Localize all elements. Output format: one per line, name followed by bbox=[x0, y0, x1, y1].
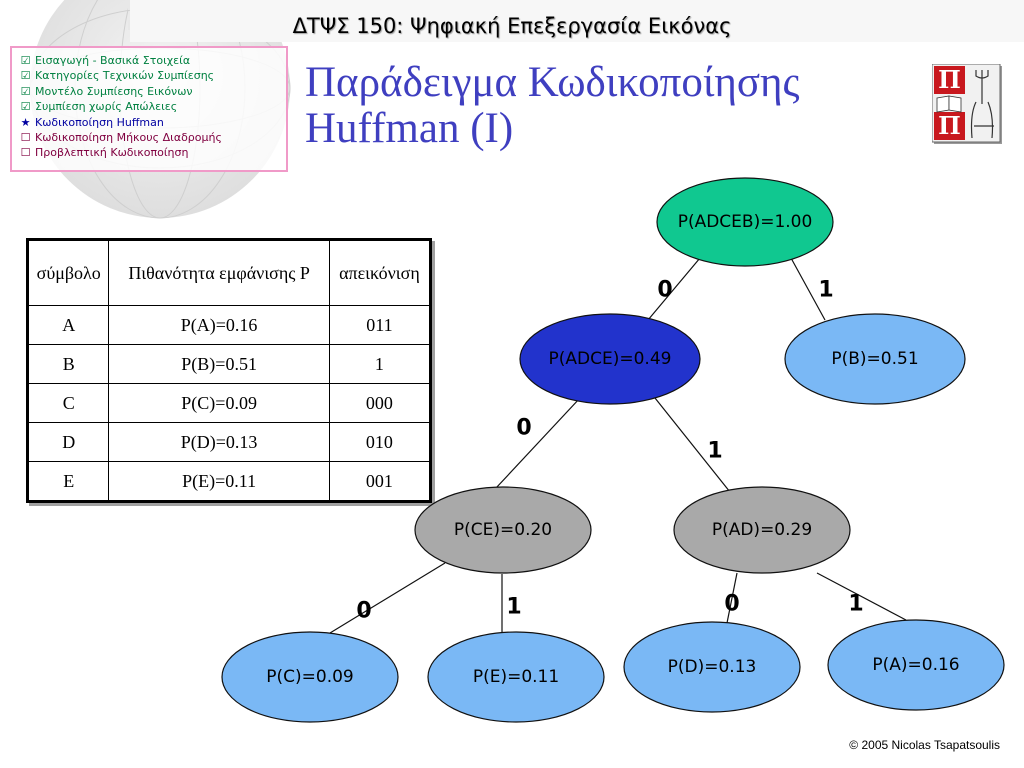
agenda-item-current[interactable]: ★ Κωδικοποίηση Huffman bbox=[20, 115, 286, 130]
tree-node-label: P(C)=0.09 bbox=[266, 667, 353, 687]
agenda-item[interactable]: ☐ Προβλεπτική Κωδικοποίηση bbox=[20, 145, 286, 160]
tree-node-e: P(E)=0.11 bbox=[427, 631, 605, 723]
tree-node-shape bbox=[827, 619, 1005, 711]
probability-cell: P(D)=0.13 bbox=[108, 422, 330, 462]
tree-node-shape bbox=[784, 313, 966, 405]
slide-title: Παράδειγμα Κωδικοποίησης Huffman (I) bbox=[305, 60, 800, 152]
tree-node-ce: P(CE)=0.20 bbox=[414, 486, 592, 574]
tree-node-shape bbox=[519, 313, 701, 405]
header-band bbox=[130, 0, 1024, 42]
table-row: B P(B)=0.51 1 bbox=[26, 344, 432, 384]
logo-letter-bottom: Π bbox=[938, 111, 961, 140]
tree-node-b: P(B)=0.51 bbox=[784, 313, 966, 405]
agenda-panel: ☑ Εισαγωγή - Βασικά Στοιχεία ☑ Κατηγορίε… bbox=[10, 46, 288, 172]
probability-cell: P(B)=0.51 bbox=[108, 344, 330, 384]
symbol-cell: B bbox=[26, 344, 110, 384]
tree-edge bbox=[790, 257, 826, 321]
agenda-item[interactable]: ☑ Κατηγορίες Τεχνικών Συμπίεσης bbox=[20, 68, 286, 83]
agenda-item-label: Κατηγορίες Τεχνικών Συμπίεσης bbox=[35, 69, 215, 83]
agenda-item[interactable]: ☑ Συμπίεση χωρίς Απώλειες bbox=[20, 99, 286, 114]
column-header-probability: Πιθανότητα εμφάνισης P bbox=[108, 239, 330, 306]
edge-bit-label: 0 bbox=[657, 278, 672, 303]
code-cell: 1 bbox=[328, 344, 432, 384]
checkbox-checked-icon: ☑ bbox=[20, 54, 31, 67]
code-cell: 010 bbox=[328, 422, 432, 462]
edge-bit-label: 1 bbox=[818, 278, 833, 303]
edge-bit-label: 1 bbox=[848, 592, 863, 617]
checkbox-checked-icon: ☑ bbox=[20, 100, 31, 114]
table-row: C P(C)=0.09 000 bbox=[26, 383, 432, 423]
table-row: D P(D)=0.13 010 bbox=[26, 422, 432, 462]
tree-edge bbox=[654, 397, 731, 493]
probability-cell: P(E)=0.11 bbox=[108, 461, 330, 502]
course-title: ΔΤΨΣ 150: Ψηφιακή Επεξεργασία Εικόνας bbox=[292, 14, 732, 38]
edge-bit-label: 0 bbox=[516, 416, 531, 441]
tree-edge bbox=[647, 257, 701, 321]
tree-node-label: P(A)=0.16 bbox=[872, 655, 959, 675]
tree-node-shape bbox=[673, 486, 851, 574]
edge-bit-label: 0 bbox=[356, 599, 371, 624]
tree-edge bbox=[816, 572, 907, 621]
tree-node-shape bbox=[414, 486, 592, 574]
agenda-item[interactable]: ☐ Κωδικοποίηση Μήκους Διαδρομής bbox=[20, 130, 286, 145]
table-row: E P(E)=0.11 001 bbox=[26, 461, 432, 502]
tree-node-label: P(D)=0.13 bbox=[668, 657, 757, 677]
tree-node-shape bbox=[623, 621, 801, 713]
tree-node-shape bbox=[221, 631, 399, 723]
trident-figure-icon bbox=[970, 70, 994, 139]
code-cell: 001 bbox=[328, 461, 432, 502]
slide-title-line: Huffman (I) bbox=[305, 105, 514, 152]
slide-title-line: Παράδειγμα Κωδικοποίησης bbox=[305, 59, 800, 106]
book-icon bbox=[936, 95, 962, 113]
code-cell: 011 bbox=[328, 305, 432, 345]
tree-edge bbox=[495, 397, 581, 489]
agenda-item-label: Συμπίεση χωρίς Απώλειες bbox=[35, 100, 178, 114]
tree-node-shape bbox=[656, 177, 834, 267]
logo-letter-top: Π bbox=[938, 65, 961, 94]
university-logo: Π Π bbox=[932, 64, 1002, 144]
tree-node-a: P(A)=0.16 bbox=[827, 619, 1005, 711]
tree-node-label: P(ADCEB)=1.00 bbox=[678, 212, 813, 232]
tree-node-adce: P(ADCE)=0.49 bbox=[519, 313, 701, 405]
agenda-item-label: Εισαγωγή - Βασικά Στοιχεία bbox=[35, 54, 191, 67]
checkbox-checked-icon: ☑ bbox=[20, 69, 31, 83]
tree-node-label: P(CE)=0.20 bbox=[454, 520, 552, 540]
copyright-notice: © 2005 Nicolas Tsapatsoulis bbox=[849, 738, 1000, 752]
tree-node-label: P(AD)=0.29 bbox=[712, 520, 812, 540]
table-row: A P(A)=0.16 011 bbox=[26, 305, 432, 345]
tree-node-label: P(ADCE)=0.49 bbox=[549, 349, 672, 369]
tree-node-c: P(C)=0.09 bbox=[221, 631, 399, 723]
tree-node-label: P(B)=0.51 bbox=[831, 349, 918, 369]
agenda-item-label: Κωδικοποίηση Μήκους Διαδρομής bbox=[35, 131, 222, 145]
symbol-table: σύμβολο Πιθανότητα εμφάνισης P απεικόνισ… bbox=[26, 238, 432, 503]
symbol-cell: D bbox=[26, 422, 110, 462]
table-header-row: σύμβολο Πιθανότητα εμφάνισης P απεικόνισ… bbox=[26, 239, 432, 306]
column-header-symbol: σύμβολο bbox=[26, 239, 110, 306]
checkbox-empty-icon: ☐ bbox=[20, 131, 31, 145]
edge-bit-label: 1 bbox=[707, 439, 722, 464]
tree-edge bbox=[329, 562, 446, 634]
star-icon: ★ bbox=[20, 115, 31, 129]
tree-node-d: P(D)=0.13 bbox=[623, 621, 801, 713]
edge-bit-label: 1 bbox=[506, 595, 521, 620]
agenda-item-label: Κωδικοποίηση Huffman bbox=[35, 115, 164, 129]
checkbox-empty-icon: ☐ bbox=[20, 146, 31, 160]
agenda-item[interactable]: ☑ Μοντέλο Συμπίεσης Εικόνων bbox=[20, 84, 286, 99]
column-header-code: απεικόνιση bbox=[328, 239, 432, 306]
tree-node-label: P(E)=0.11 bbox=[473, 667, 559, 687]
tree-node-root: P(ADCEB)=1.00 bbox=[656, 177, 834, 267]
tree-node-shape bbox=[427, 631, 605, 723]
tree-edge bbox=[726, 572, 738, 624]
tree-node-ad: P(AD)=0.29 bbox=[673, 486, 851, 574]
agenda-item-label: Προβλεπτική Κωδικοποίηση bbox=[35, 146, 189, 160]
symbol-cell: E bbox=[26, 461, 110, 502]
code-cell: 000 bbox=[328, 383, 432, 423]
checkbox-checked-icon: ☑ bbox=[20, 84, 31, 98]
agenda-item-label: Μοντέλο Συμπίεσης Εικόνων bbox=[35, 84, 193, 98]
agenda-item[interactable]: ☑ Εισαγωγή - Βασικά Στοιχεία bbox=[20, 53, 286, 68]
edge-bit-label: 0 bbox=[724, 592, 739, 617]
